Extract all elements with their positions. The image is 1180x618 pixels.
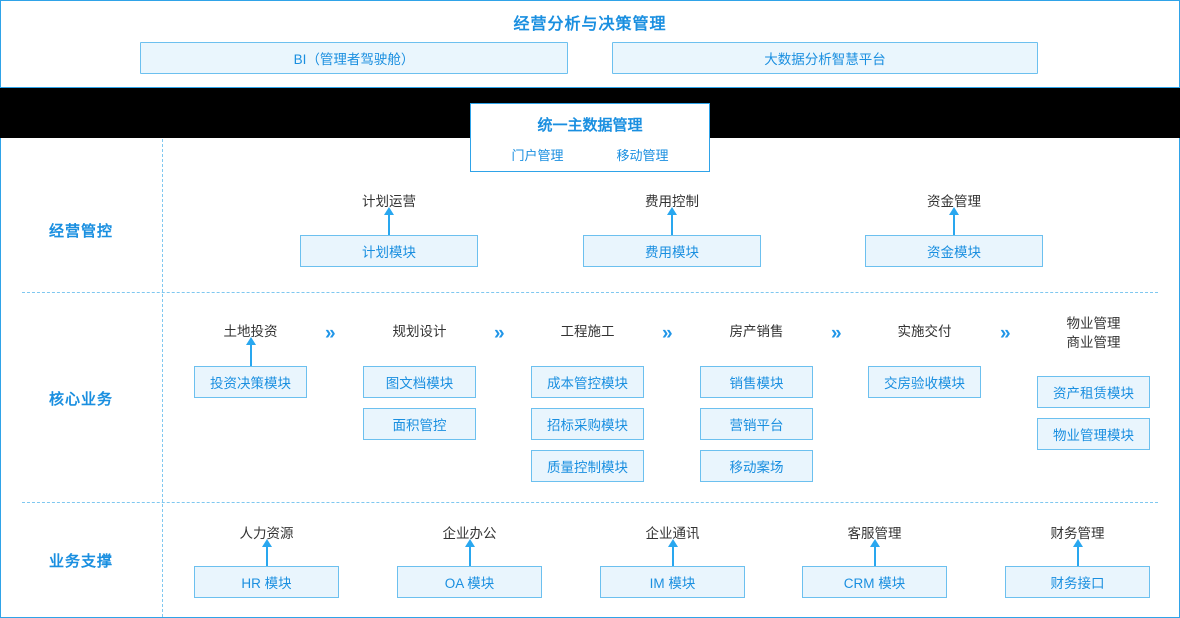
up-arrow-icon	[1072, 539, 1083, 566]
chevron-right-icon: »	[325, 323, 335, 344]
master-data-item-mobile[interactable]: 移动管理	[616, 148, 669, 163]
module-box[interactable]: 质量控制模块	[531, 450, 644, 482]
column-caption: 资金管理	[927, 194, 981, 209]
up-arrow-icon	[245, 337, 256, 366]
module-box[interactable]: 计划模块	[300, 235, 478, 267]
module-box[interactable]: OA 模块	[397, 566, 542, 598]
module-box[interactable]: 销售模块	[700, 366, 813, 398]
module-box[interactable]: 图文档模块	[363, 366, 476, 398]
module-box[interactable]: HR 模块	[194, 566, 339, 598]
chevron-right-icon: »	[1000, 323, 1010, 344]
column-caption: 规划设计	[392, 324, 447, 339]
column-caption: 企业办公	[442, 526, 497, 541]
up-arrow-icon	[949, 207, 959, 235]
row-label-business-support: 业务支撑	[48, 553, 113, 570]
module-box[interactable]: 投资决策模块	[194, 366, 307, 398]
module-box[interactable]: 招标采购模块	[531, 408, 644, 440]
column-caption: 财务管理	[1050, 526, 1105, 541]
module-box[interactable]: 成本管控模块	[531, 366, 644, 398]
column-caption: 土地投资	[223, 324, 278, 339]
row-divider-2	[22, 502, 1158, 503]
module-box[interactable]: 资产租赁模块	[1037, 376, 1150, 408]
band-top-rule	[0, 87, 1180, 88]
column-caption: 工程施工	[560, 324, 615, 339]
row-label-operations: 经营管控	[48, 223, 113, 240]
chevron-right-icon: »	[831, 323, 841, 344]
master-data-card[interactable]: 统一主数据管理 门户管理 移动管理	[470, 103, 710, 172]
chevron-right-icon: »	[494, 323, 504, 344]
module-box[interactable]: IM 模块	[600, 566, 745, 598]
module-box[interactable]: 营销平台	[700, 408, 813, 440]
column-caption: 物业管理商业管理	[1066, 316, 1121, 350]
module-box[interactable]: 费用模块	[583, 235, 761, 267]
chevron-right-icon: »	[662, 323, 672, 344]
up-arrow-icon	[667, 539, 678, 566]
column-caption: 房产销售	[729, 324, 784, 339]
column-caption: 计划运营	[362, 194, 416, 209]
header-box-bigdata[interactable]: 大数据分析智慧平台	[612, 42, 1038, 74]
module-box[interactable]: CRM 模块	[802, 566, 947, 598]
master-data-title: 统一主数据管理	[537, 117, 643, 134]
up-arrow-icon	[384, 207, 394, 235]
module-box[interactable]: 资金模块	[865, 235, 1043, 267]
master-data-item-portal[interactable]: 门户管理	[511, 148, 564, 163]
module-box[interactable]: 移动案场	[700, 450, 813, 482]
up-arrow-icon	[261, 539, 272, 566]
column-caption: 人力资源	[239, 526, 294, 541]
module-box[interactable]: 面积管控	[363, 408, 476, 440]
module-box[interactable]: 财务接口	[1005, 566, 1150, 598]
master-data-subitems: 门户管理 移动管理	[471, 145, 709, 164]
vertical-divider	[162, 139, 163, 617]
row-divider-1	[22, 292, 1158, 293]
up-arrow-icon	[667, 207, 677, 235]
column-caption: 客服管理	[847, 526, 902, 541]
column-caption: 实施交付	[897, 324, 952, 339]
row-label-core-business: 核心业务	[48, 391, 113, 408]
module-box[interactable]: 交房验收模块	[868, 366, 981, 398]
header-box-bi[interactable]: BI（管理者驾驶舱）	[140, 42, 568, 74]
column-caption: 费用控制	[645, 194, 699, 209]
up-arrow-icon	[464, 539, 475, 566]
up-arrow-icon	[869, 539, 880, 566]
column-caption: 企业通讯	[645, 526, 700, 541]
page-title: 经营分析与决策管理	[513, 16, 667, 33]
module-box[interactable]: 物业管理模块	[1037, 418, 1150, 450]
